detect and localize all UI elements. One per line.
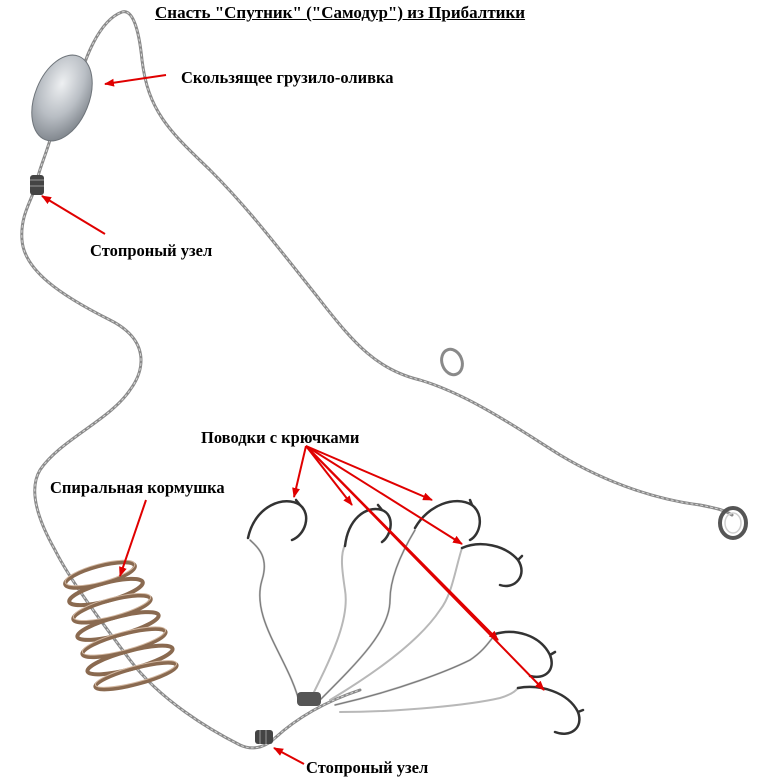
olive-sinker [31,54,93,142]
arrow-leader-2 [305,445,353,506]
arrow-leader-4 [305,445,463,545]
arrow-leader-6 [305,445,545,691]
main-line [20,10,734,750]
hook-5 [493,630,557,679]
arrow-sinker [104,74,167,87]
label-sinker: Скользящее грузило-оливка [181,68,394,87]
annotation-arrows [41,74,545,765]
label-stop-knot-top: Стопроный узел [90,241,213,260]
diagram-title: Снасть "Спутник" ("Самодур") из Прибалти… [155,3,526,22]
hook-1 [246,498,308,542]
stop-knot-bottom [255,730,273,744]
label-feeder: Спиральная кормушка [50,478,225,497]
hook-3 [413,498,481,542]
leader-knot [297,692,321,706]
leader-lines-dark [249,529,496,706]
swivel-ring [718,506,748,540]
spiral-feeder-highlight [64,559,178,688]
label-leaders: Поводки с крючками [201,428,360,447]
hook-6 [516,685,585,735]
line-loop [440,347,464,377]
arrow-stop-knot-top [41,195,106,235]
arrow-leader-3 [305,445,433,501]
hook-4 [460,542,524,588]
arrow-leader-1 [292,445,307,498]
arrow-feeder [119,499,147,577]
stop-knot-top [30,175,44,195]
label-stop-knot-bottom: Стопроный узел [306,758,429,777]
arrow-stop-knot-bottom [273,747,305,765]
